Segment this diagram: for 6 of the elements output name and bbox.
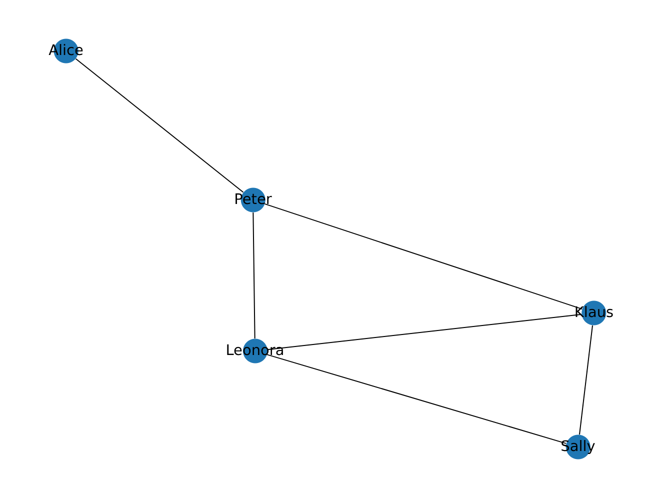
edge-line [266,314,582,350]
edge-line [264,203,583,310]
edge-line [75,58,244,193]
edge-line [578,324,594,436]
edge-line [252,212,256,339]
edge-line [266,354,567,444]
